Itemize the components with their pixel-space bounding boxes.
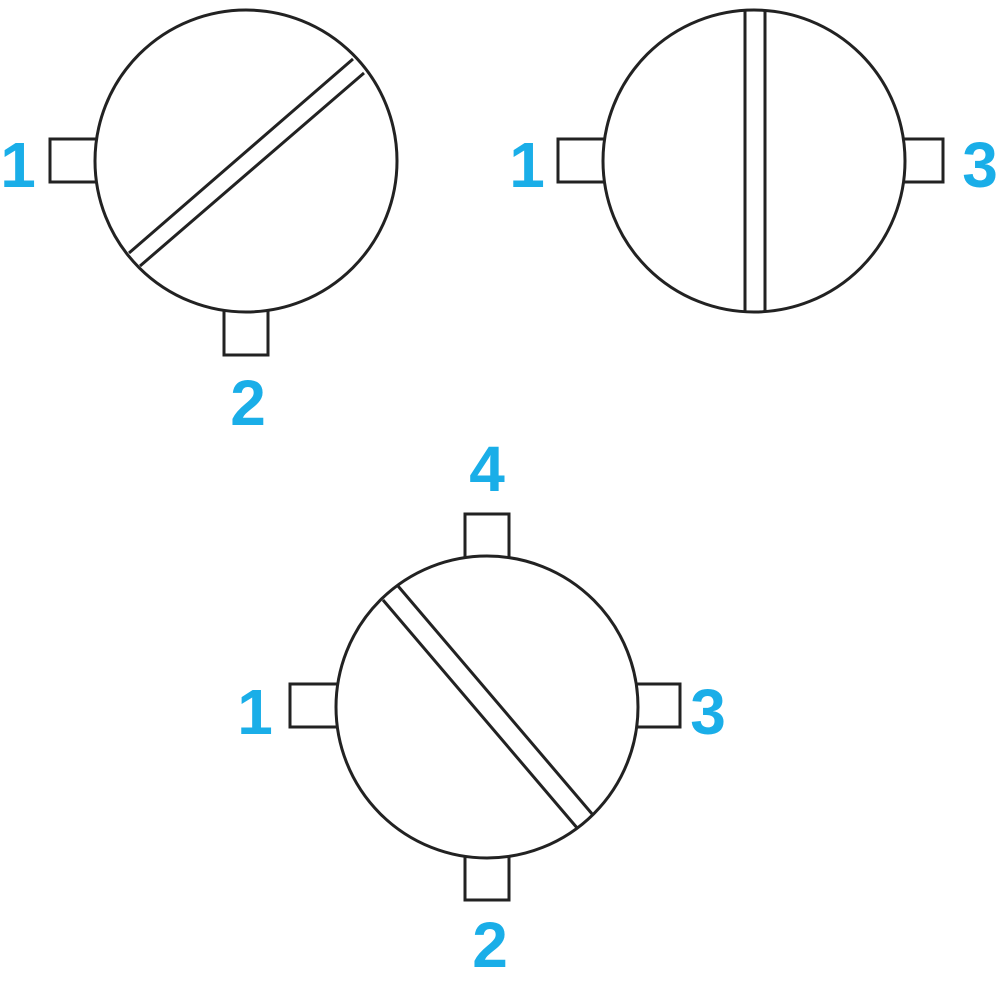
port-label-1: 1 xyxy=(0,129,36,201)
port-label-2: 2 xyxy=(472,909,508,981)
port-label-2: 2 xyxy=(230,367,266,439)
valve-slot xyxy=(128,57,365,268)
port-label-1: 1 xyxy=(509,129,545,201)
valve-two-port-elbow: 1 2 xyxy=(0,8,399,439)
valve-slot xyxy=(381,585,595,830)
port-label-3: 3 xyxy=(962,129,998,201)
port-stub-left xyxy=(288,682,342,729)
port-label-1: 1 xyxy=(237,676,273,748)
valve-four-port: 4 1 3 2 xyxy=(237,433,726,981)
port-stub-left xyxy=(556,137,608,184)
port-label-4: 4 xyxy=(469,433,505,505)
valve-slot xyxy=(743,11,767,312)
valve-body xyxy=(93,8,399,314)
port-stub-right xyxy=(898,137,945,184)
valve-body xyxy=(601,8,907,314)
port-stub-left xyxy=(48,137,99,184)
port-label-3: 3 xyxy=(690,676,726,748)
valve-two-port-straight: 1 3 xyxy=(509,8,998,314)
